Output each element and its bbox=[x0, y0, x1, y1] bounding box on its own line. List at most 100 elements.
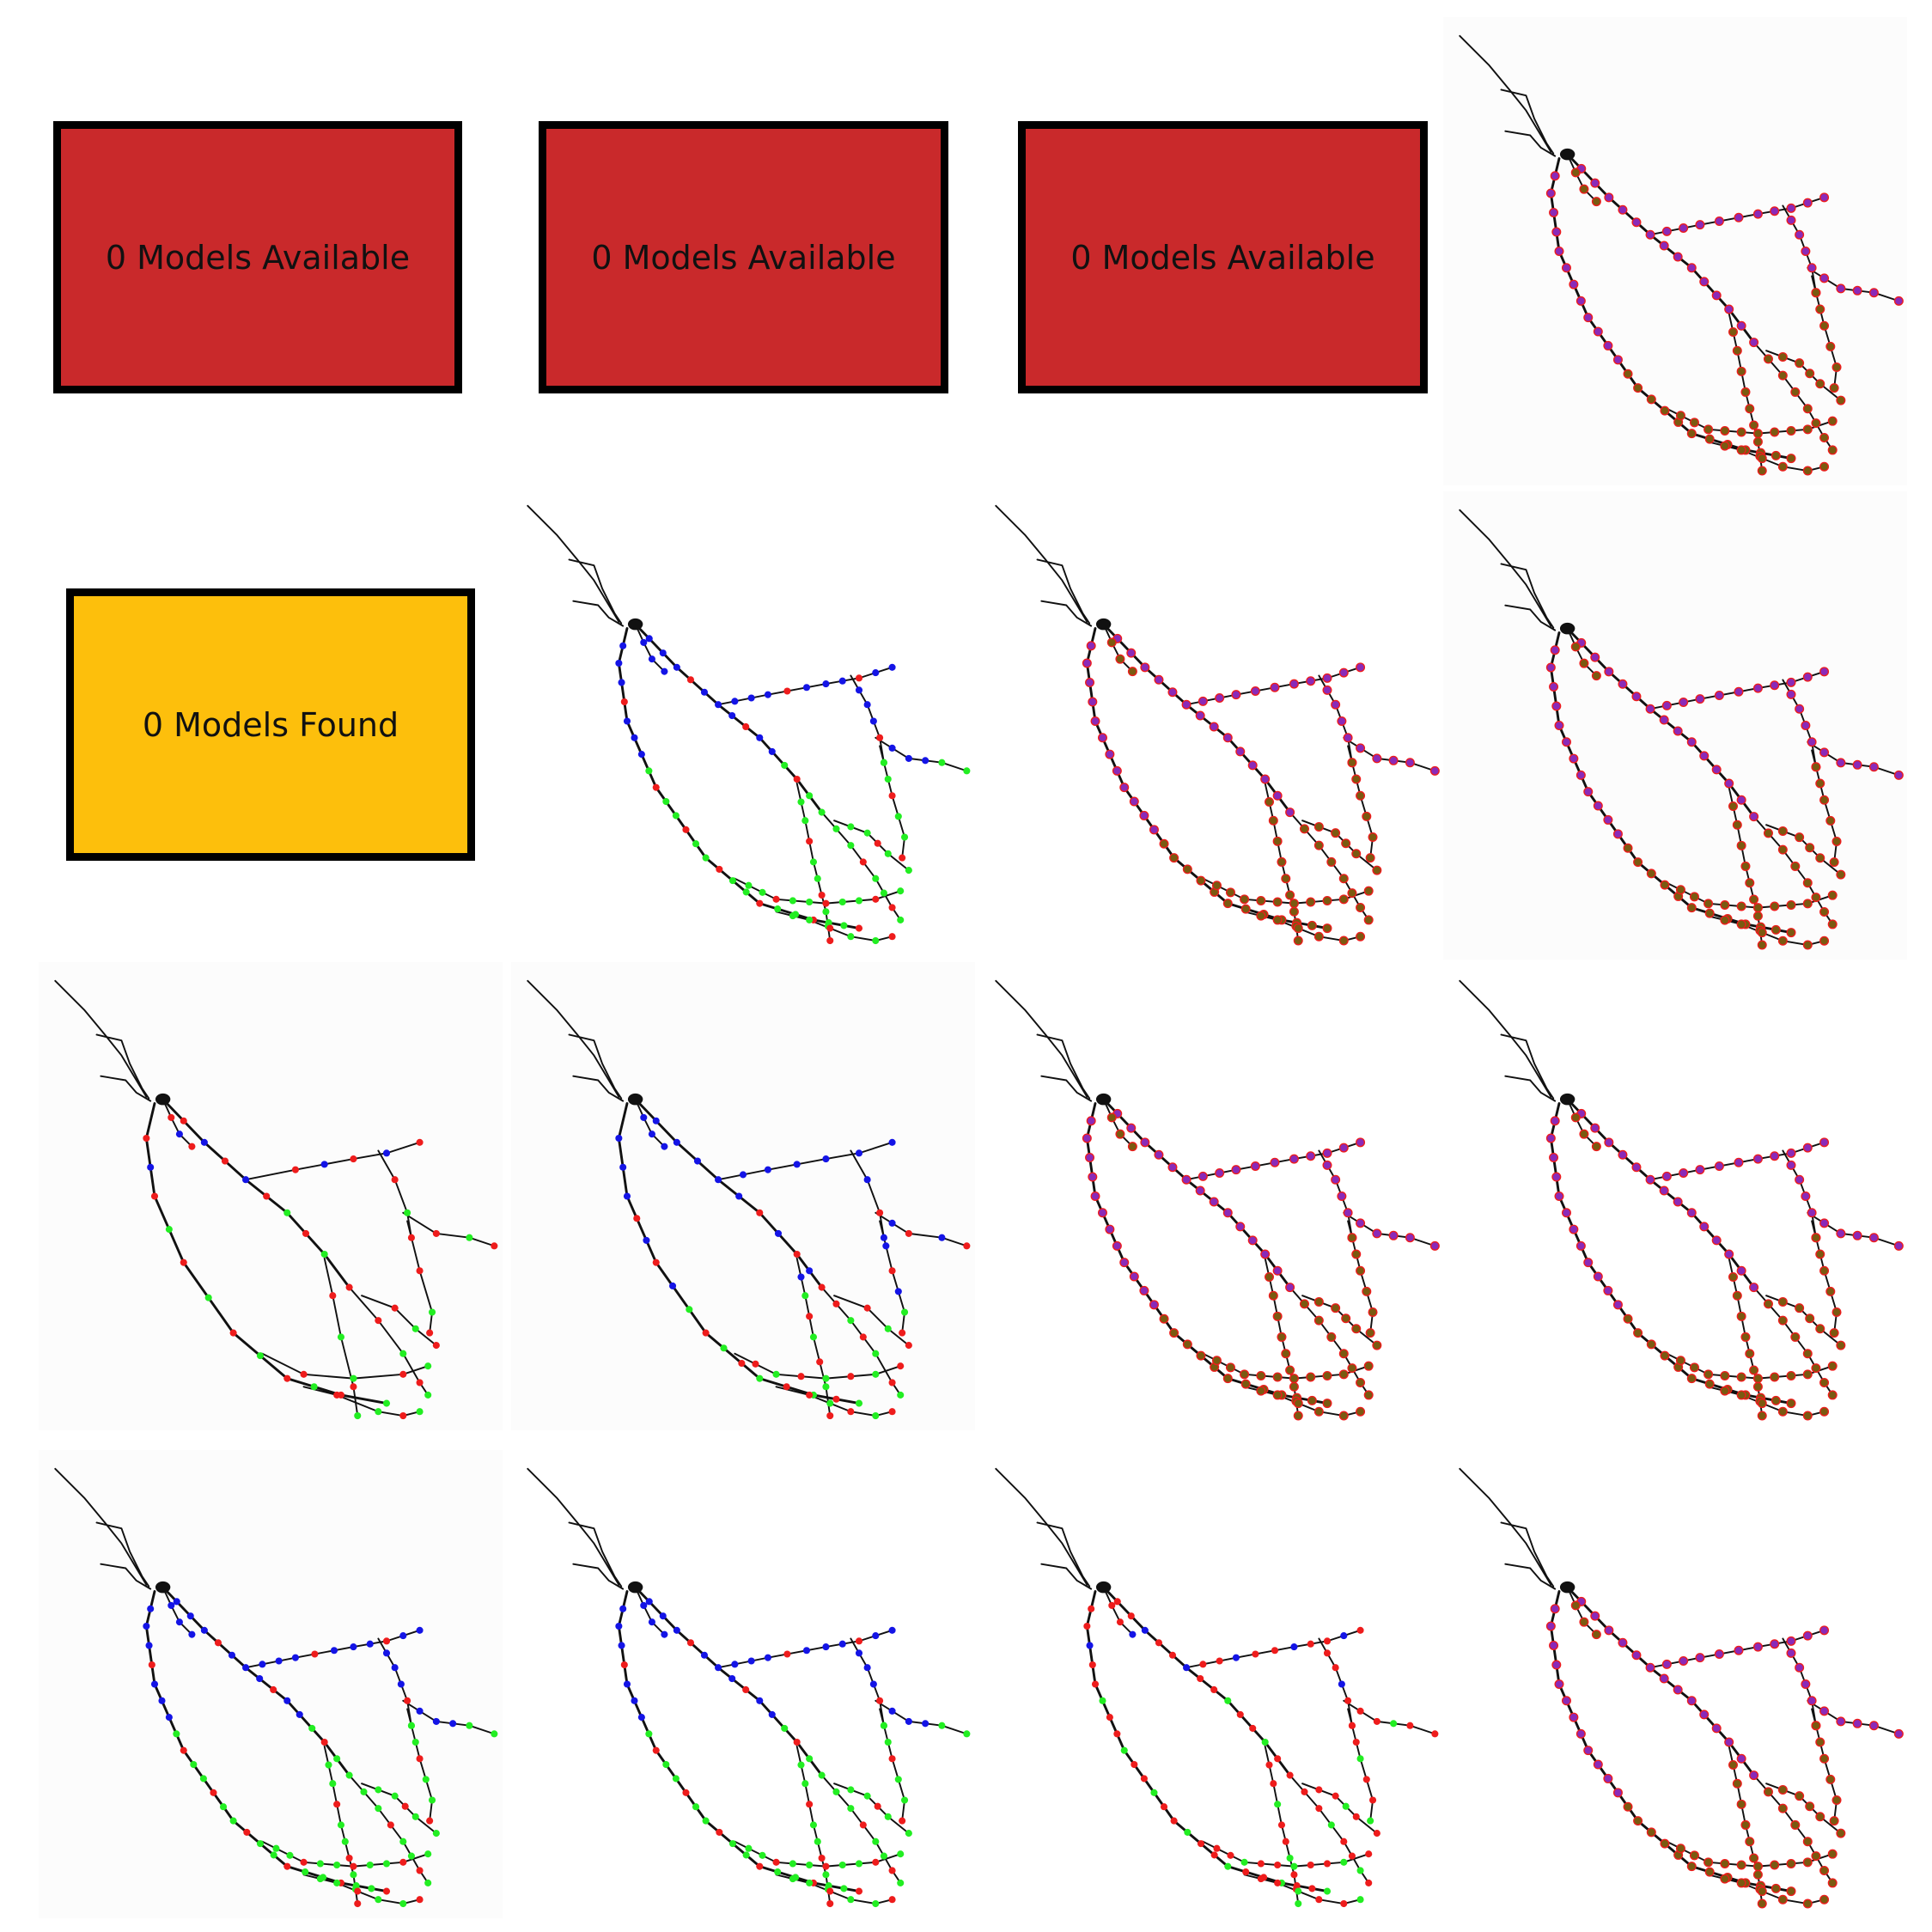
node-marker bbox=[789, 1860, 796, 1868]
node-marker bbox=[1714, 690, 1724, 700]
node-marker bbox=[1819, 795, 1830, 805]
node-marker bbox=[1689, 1850, 1699, 1861]
node-marker bbox=[781, 1724, 789, 1732]
node-marker bbox=[1222, 899, 1233, 909]
node-marker bbox=[200, 1138, 208, 1146]
node-marker bbox=[1295, 1887, 1302, 1895]
node-marker bbox=[619, 1605, 627, 1612]
node-marker bbox=[880, 1722, 887, 1729]
node-marker bbox=[1085, 1152, 1095, 1162]
neuron-morphology-svg bbox=[54, 979, 498, 1420]
node-marker bbox=[1549, 1640, 1559, 1650]
node-marker bbox=[1720, 425, 1730, 436]
node-marker bbox=[1570, 642, 1581, 652]
node-marker bbox=[863, 1176, 871, 1184]
branch-small-near-soma bbox=[1102, 1098, 1134, 1148]
branch-apical-main bbox=[162, 1586, 351, 1777]
node-marker bbox=[1661, 700, 1672, 710]
node-marker bbox=[1703, 899, 1714, 909]
node-marker bbox=[1825, 341, 1836, 351]
node-marker bbox=[1196, 875, 1206, 886]
node-marker bbox=[1819, 906, 1830, 917]
node-marker bbox=[637, 1714, 645, 1722]
node-marker bbox=[855, 1887, 863, 1895]
node-marker bbox=[1240, 1379, 1251, 1389]
node-marker bbox=[1675, 1356, 1685, 1366]
node-marker bbox=[1618, 1149, 1628, 1160]
branch-axon-1 bbox=[54, 1467, 148, 1586]
neuron-morphology-svg bbox=[1459, 979, 1904, 1421]
node-marker bbox=[1550, 645, 1560, 655]
node-marker bbox=[1242, 1868, 1250, 1876]
node-marker bbox=[229, 1329, 237, 1337]
node-marker bbox=[876, 734, 884, 741]
node-marker bbox=[1675, 1844, 1685, 1854]
node-marker bbox=[1569, 1712, 1579, 1722]
node-marker bbox=[1868, 762, 1879, 772]
node-marker bbox=[855, 1637, 863, 1645]
node-marker bbox=[672, 812, 680, 820]
node-marker bbox=[1689, 1362, 1699, 1373]
node-marker bbox=[1825, 815, 1836, 826]
node-marker bbox=[1286, 1854, 1294, 1862]
node-marker bbox=[888, 1755, 896, 1763]
node-marker bbox=[816, 1358, 824, 1366]
node-marker bbox=[1699, 1222, 1710, 1232]
node-marker bbox=[1289, 1374, 1299, 1384]
node-marker bbox=[1795, 1303, 1805, 1313]
node-marker bbox=[818, 1854, 826, 1862]
node-marker bbox=[1549, 207, 1559, 217]
node-marker bbox=[404, 1697, 411, 1704]
node-marker bbox=[399, 1370, 407, 1378]
node-marker bbox=[1240, 894, 1250, 905]
branch-mid-right-2 bbox=[361, 1783, 437, 1835]
node-marker bbox=[838, 1861, 846, 1869]
node-marker bbox=[1365, 853, 1375, 863]
node-marker bbox=[1388, 755, 1399, 765]
node-marker bbox=[1745, 878, 1755, 888]
node-marker bbox=[652, 783, 660, 791]
node-marker bbox=[640, 1113, 648, 1121]
node-marker bbox=[756, 1374, 764, 1382]
node-marker bbox=[1561, 1696, 1571, 1706]
branch-right-down bbox=[850, 1149, 885, 1239]
node-marker bbox=[1724, 778, 1734, 789]
node-marker bbox=[1250, 1161, 1260, 1171]
node-marker bbox=[1893, 296, 1904, 306]
node-marker bbox=[1711, 1723, 1722, 1734]
node-marker bbox=[1673, 726, 1683, 736]
node-marker bbox=[1086, 1116, 1096, 1126]
node-marker bbox=[158, 1697, 166, 1704]
node-marker bbox=[416, 1755, 424, 1763]
node-marker bbox=[391, 1792, 399, 1800]
node-marker bbox=[1331, 828, 1341, 838]
node-marker bbox=[399, 1858, 407, 1866]
node-marker bbox=[1801, 721, 1811, 730]
node-marker bbox=[702, 1817, 710, 1825]
node-marker bbox=[1256, 911, 1266, 921]
node-marker bbox=[1579, 184, 1589, 194]
node-marker bbox=[1149, 825, 1159, 835]
branch-mid-right-2 bbox=[1765, 824, 1842, 876]
node-marker bbox=[1323, 1637, 1332, 1645]
node-marker bbox=[1198, 696, 1208, 706]
branch-axon-3 bbox=[572, 1563, 625, 1590]
node-marker bbox=[1343, 1208, 1353, 1218]
node-marker bbox=[1561, 1208, 1571, 1218]
node-marker bbox=[872, 669, 880, 677]
node-marker bbox=[1561, 737, 1571, 747]
node-marker bbox=[673, 1138, 680, 1146]
node-marker bbox=[897, 887, 905, 895]
branch-axon-1 bbox=[995, 1467, 1088, 1586]
node-marker bbox=[1815, 1812, 1825, 1822]
node-marker bbox=[880, 759, 887, 766]
node-marker bbox=[1852, 1718, 1862, 1728]
branch-long-left bbox=[1549, 157, 1793, 460]
node-marker bbox=[872, 875, 880, 882]
node-marker bbox=[716, 865, 723, 873]
branch-axon-2 bbox=[568, 1521, 623, 1588]
neuron-morphology-panel-r2c2 bbox=[511, 487, 975, 955]
node-marker bbox=[1661, 1659, 1672, 1669]
node-marker bbox=[1675, 885, 1685, 895]
node-marker bbox=[872, 1858, 880, 1866]
